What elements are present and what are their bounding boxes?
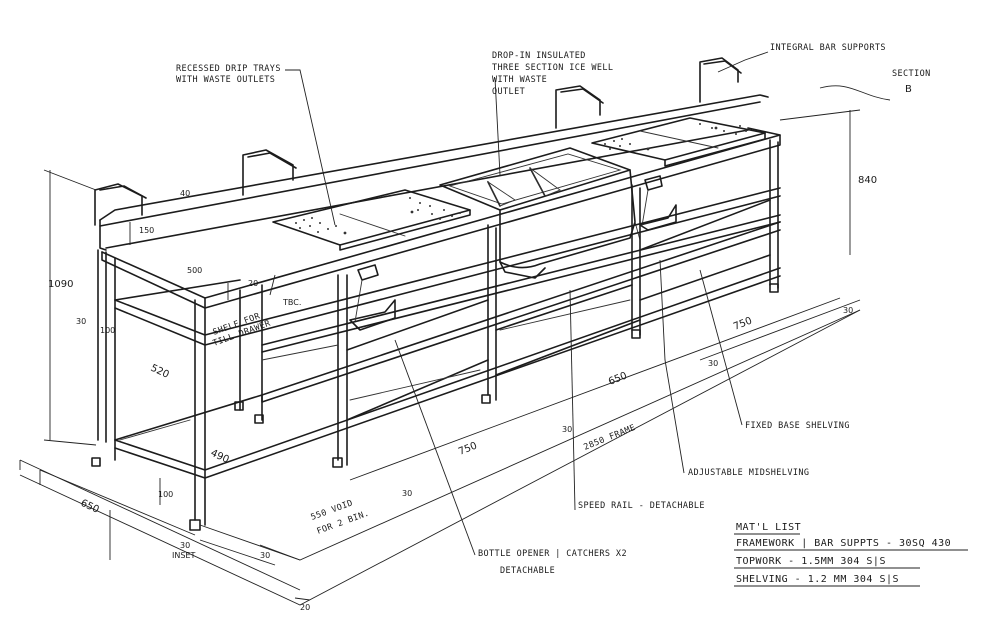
material-row-shelving: SHELVING - 1.2 mm 304 S|S <box>736 574 899 585</box>
inset-label: INSET <box>172 551 195 560</box>
frame-label: 2850 FRAME <box>582 423 637 453</box>
dim-750-b: 750 <box>732 315 754 332</box>
section-label: SECTION <box>892 69 931 79</box>
dim-650-b: 650 <box>607 370 629 387</box>
ice-well-label-1: DROP-IN INSULATED <box>492 51 586 61</box>
dim-100-a: 100 <box>100 326 115 335</box>
dim-150: 150 <box>139 226 154 235</box>
dim-40: 40 <box>180 189 190 198</box>
drip-tray-holes <box>295 123 747 235</box>
frame-legs <box>97 139 779 526</box>
adjustable-mid-label: ADJUSTABLE MIDSHELVING <box>688 468 809 478</box>
dim-30-a: 30 <box>76 317 86 326</box>
ice-well-dividers <box>486 167 561 207</box>
tbc-label: TBC. <box>282 298 301 307</box>
dim-30-e: 30 <box>562 425 572 434</box>
dim-30-d: 30 <box>402 489 412 498</box>
dim-750-a: 750 <box>457 440 479 457</box>
bar-supports-label: INTEGRAL BAR SUPPORTS <box>770 43 886 53</box>
ice-well-label-4: OUTLET <box>492 87 525 97</box>
dim-20-a: 20 <box>248 279 258 288</box>
ice-well <box>439 147 641 279</box>
worktop-outline <box>99 94 781 309</box>
ice-well-label-3: WITH WASTE <box>492 75 547 85</box>
frame-shelves <box>114 187 781 479</box>
fixed-base-label: FIXED BASE SHELVING <box>745 421 850 431</box>
bottle-opener-label-2: DETACHABLE <box>500 566 555 576</box>
speed-rail-label: SPEED RAIL - DETACHABLE <box>578 501 705 511</box>
dim-520: 520 <box>149 363 171 381</box>
dim-30-f: 30 <box>708 359 718 368</box>
dim-20-b: 20 <box>300 603 310 612</box>
dim-30-c: 30 <box>260 551 270 560</box>
bottle-opener-label-1: BOTTLE OPENER | CATCHERS X2 <box>478 549 627 559</box>
drip-tray-right <box>591 117 766 167</box>
leader-lines <box>227 51 891 556</box>
bar-supports <box>94 57 742 226</box>
dim-650-a: 650 <box>79 498 101 516</box>
dim-100-b: 100 <box>158 490 173 499</box>
recessed-drip-label-1: RECESSED DRIP TRAYS <box>176 64 281 74</box>
recessed-drip-label-2: WITH WASTE OUTLETS <box>176 75 275 85</box>
section-letter: B <box>905 84 912 95</box>
dim-1090: 1090 <box>48 279 73 290</box>
dim-30-b: 30 <box>180 541 190 550</box>
material-row-framework: FRAMEWORK | BAR SUPPTS - 30SQ 430 <box>736 538 951 549</box>
dim-490: 490 <box>209 448 231 466</box>
ice-well-label-2: THREE SECTION ICE WELL <box>492 63 613 73</box>
bottle-catcher-right <box>639 175 677 231</box>
dim-30-g: 30 <box>843 306 853 315</box>
material-row-topwork: TOPWORK - 1.5mm 304 S|S <box>736 556 886 567</box>
material-list-title: MAT'L LIST <box>736 522 801 533</box>
dim-840: 840 <box>858 175 877 186</box>
material-list: MAT'L LIST FRAMEWORK | BAR SUPPTS - 30SQ… <box>734 522 968 587</box>
drip-tray-left <box>272 189 471 251</box>
dim-500: 500 <box>187 266 202 275</box>
frame-feet <box>91 283 779 531</box>
